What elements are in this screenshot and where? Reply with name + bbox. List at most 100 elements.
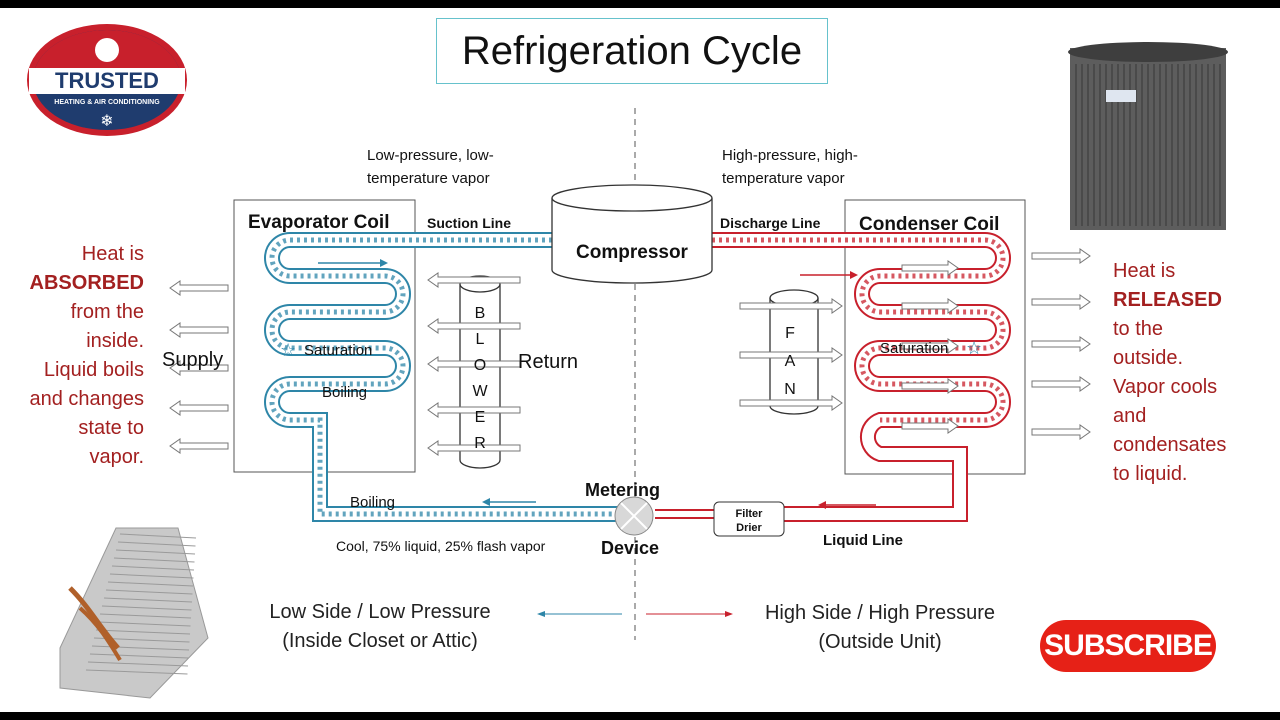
air-flow-arrow [427, 272, 521, 288]
air-flow-arrow [901, 378, 959, 394]
absorbed-line: inside. [86, 330, 144, 352]
air-flow-arrow [427, 356, 521, 372]
page-title-text: Refrigeration Cycle [461, 28, 803, 73]
blower-letter: E [475, 409, 486, 426]
snowflake-icon: ❄ [100, 111, 113, 130]
fan-letter: N [784, 381, 796, 398]
air-flow-arrow [427, 318, 521, 334]
absorbed-line: and changes [29, 388, 144, 410]
released-line: condensates [1113, 434, 1227, 456]
air-flow-arrow [1031, 336, 1091, 352]
released-line: outside. [1113, 347, 1184, 369]
star-icon: ☆ [280, 340, 296, 361]
flash-note: Cool, 75% liquid, 25% flash vapor [336, 538, 546, 554]
outdoor-unit-image [1068, 42, 1228, 230]
suction-vapor-label-1: Low-pressure, low- [367, 147, 494, 164]
evaporator-coil-image [59, 527, 209, 699]
filter-drier [713, 501, 785, 537]
company-logo: TRUSTED HEATING & AIR CONDITIONING ❄ [27, 24, 187, 136]
low-side-line-2: (Inside Closet or Attic) [282, 630, 478, 652]
blower-letter: L [476, 331, 485, 348]
air-flow-arrow [739, 395, 843, 411]
air-flow-arrow [739, 347, 843, 363]
air-flow-arrow [901, 298, 959, 314]
air-flow-arrow [169, 438, 229, 454]
absorbed-line: Liquid boils [43, 359, 144, 381]
absorbed-line: vapor. [89, 446, 144, 468]
discharge-line-label: Discharge Line [720, 215, 821, 231]
air-flow-arrow [901, 418, 959, 434]
air-arrows [169, 248, 1091, 456]
absorbed-line: Heat is [81, 243, 144, 265]
absorbed-line: from the [70, 301, 144, 323]
blower-letter: O [474, 357, 486, 374]
filter-label-2: Drier [736, 522, 762, 534]
suction-vapor-label-2: temperature vapor [367, 170, 490, 187]
air-flow-arrow [169, 360, 229, 376]
high-side-flow-arrows [646, 271, 876, 617]
discharge-vapor-label-2: temperature vapor [722, 170, 845, 187]
supply-label: Supply [162, 349, 223, 371]
released-line: Vapor cools [1113, 376, 1218, 398]
low-side-flow-arrows [318, 259, 622, 617]
boiling-outer-label: Boiling [350, 494, 395, 511]
air-flow-arrow [169, 322, 229, 338]
heat-absorbed-panel: Heat is ABSORBED from the inside. Liquid… [10, 240, 144, 472]
released-line: Heat is [1113, 260, 1176, 282]
air-flow-arrow [901, 338, 959, 354]
evaporator-coil [264, 232, 620, 522]
high-side-line-2: (Outside Unit) [818, 631, 942, 653]
absorbed-line: ABSORBED [29, 272, 144, 294]
high-side-caption: High Side / High Pressure (Outside Unit) [738, 599, 1022, 657]
liquid-line-label: Liquid Line [823, 532, 903, 549]
fan-letter: F [785, 325, 795, 342]
device-label: Device [601, 538, 659, 558]
released-line: RELEASED [1113, 289, 1222, 311]
air-flow-arrow [169, 280, 229, 296]
boiling-inner-label: Boiling [322, 384, 367, 401]
compressor-label: Compressor [576, 242, 689, 263]
absorbed-line: state to [78, 417, 144, 439]
released-line: to liquid. [1113, 463, 1188, 485]
filter-label-1: Filter [736, 508, 764, 520]
released-line: to the [1113, 318, 1164, 340]
saturation-right-label: Saturation [880, 340, 948, 357]
return-label: Return [518, 351, 578, 373]
air-flow-arrow [1031, 294, 1091, 310]
logo-subtitle: HEATING & AIR CONDITIONING [54, 99, 160, 106]
air-flow-arrow [901, 260, 959, 276]
blower-letter: R [474, 435, 486, 452]
metering-label: Metering [585, 480, 660, 500]
air-flow-arrow [427, 402, 521, 418]
saturation-left-label: Saturation [304, 342, 372, 359]
slide: ☆ ☆ Low-pressure, low- temperature vapor… [0, 8, 1280, 712]
fan-letters: FAN [784, 325, 796, 398]
air-flow-arrow [169, 400, 229, 416]
blower [459, 275, 501, 469]
blower-letter: W [472, 383, 488, 400]
compressor [551, 184, 713, 284]
low-side-caption: Low Side / Low Pressure (Inside Closet o… [240, 598, 520, 656]
blower-letter: B [475, 305, 486, 322]
subscribe-button[interactable]: SUBSCRIBE [1040, 620, 1216, 672]
metering-device [614, 496, 654, 536]
condenser-title: Condenser Coil [859, 214, 999, 235]
discharge-vapor-label-1: High-pressure, high- [722, 147, 858, 164]
suction-line-label: Suction Line [427, 215, 511, 231]
high-side-line-1: High Side / High Pressure [764, 602, 996, 624]
refrigeration-diagram: ☆ ☆ Low-pressure, low- temperature vapor… [27, 24, 1228, 699]
low-side-line-1: Low Side / Low Pressure [269, 601, 491, 623]
air-flow-arrow [1031, 424, 1091, 440]
page-title: Refrigeration Cycle [436, 18, 828, 84]
logo-title: TRUSTED [55, 68, 159, 93]
released-line: and [1113, 405, 1147, 427]
air-flow-arrow [1031, 376, 1091, 392]
star-icon: ☆ [966, 338, 982, 359]
air-flow-arrow [427, 440, 521, 456]
fan-letter: A [785, 353, 796, 370]
air-flow-arrow [739, 298, 843, 314]
air-flow-arrow [1031, 248, 1091, 264]
evaporator-title: Evaporator Coil [248, 212, 389, 233]
heat-released-panel: Heat is RELEASED to the outside. Vapor c… [1113, 257, 1273, 489]
